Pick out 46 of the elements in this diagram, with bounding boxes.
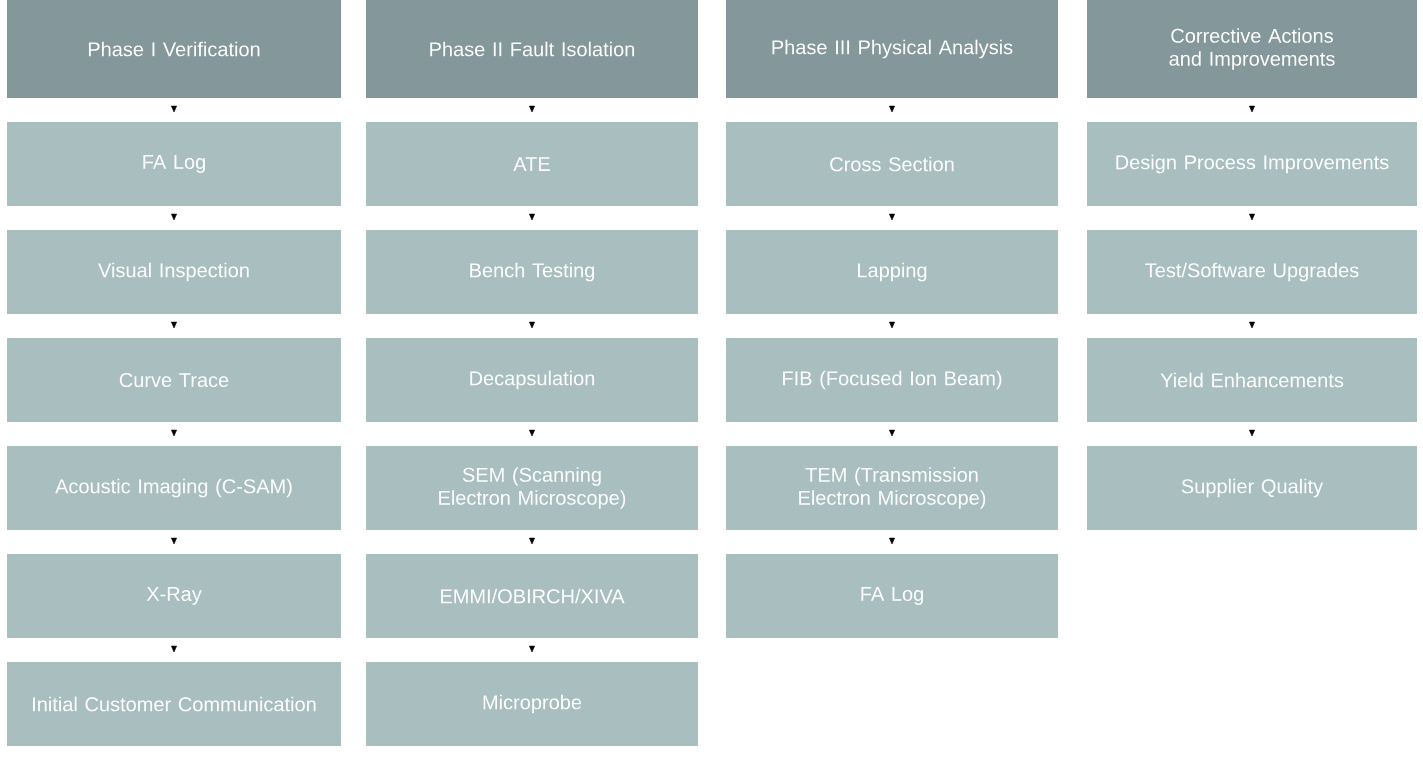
arrow <box>889 105 895 113</box>
arrow <box>889 429 895 437</box>
arrow <box>889 321 895 329</box>
arrow <box>171 213 177 221</box>
process-box: FIB (Focused Ion Beam) <box>726 338 1058 422</box>
arrow <box>171 321 177 329</box>
process-box: Initial Customer Communication <box>7 662 341 746</box>
arrow <box>171 105 177 113</box>
process-box: ATE <box>366 122 698 206</box>
arrow <box>529 537 535 545</box>
process-box: Design Process Improvements <box>1087 122 1417 206</box>
arrow <box>1249 105 1255 113</box>
process-box: FA Log <box>7 122 341 206</box>
arrow <box>171 429 177 437</box>
arrow <box>171 537 177 545</box>
arrow <box>889 213 895 221</box>
process-box: Test/Software Upgrades <box>1087 230 1417 314</box>
process-box: Curve Trace <box>7 338 341 422</box>
arrow <box>1249 321 1255 329</box>
phase-header: Corrective Actions and Improvements <box>1087 0 1417 98</box>
process-box: TEM (Transmission Electron Microscope) <box>726 446 1058 530</box>
process-box: Decapsulation <box>366 338 698 422</box>
process-box: SEM (Scanning Electron Microscope) <box>366 446 698 530</box>
arrow <box>171 645 177 653</box>
phase-header: Phase III Physical Analysis <box>726 0 1058 98</box>
process-box: EMMI/OBIRCH/XIVA <box>366 554 698 638</box>
process-box: FA Log <box>726 554 1058 638</box>
arrow <box>1249 429 1255 437</box>
process-box: Lapping <box>726 230 1058 314</box>
process-box: Microprobe <box>366 662 698 746</box>
process-box: X-Ray <box>7 554 341 638</box>
arrow <box>529 213 535 221</box>
process-box: Visual Inspection <box>7 230 341 314</box>
phase-header: Phase I Verification <box>7 0 341 98</box>
phase-header: Phase II Fault Isolation <box>366 0 698 98</box>
process-box: Cross Section <box>726 122 1058 206</box>
arrow <box>529 105 535 113</box>
arrow <box>1249 213 1255 221</box>
arrow <box>529 429 535 437</box>
process-box: Acoustic Imaging (C-SAM) <box>7 446 341 530</box>
arrow <box>529 645 535 653</box>
arrow <box>889 537 895 545</box>
process-box: Yield Enhancements <box>1087 338 1417 422</box>
process-box: Supplier Quality <box>1087 446 1417 530</box>
process-box: Bench Testing <box>366 230 698 314</box>
arrow <box>529 321 535 329</box>
